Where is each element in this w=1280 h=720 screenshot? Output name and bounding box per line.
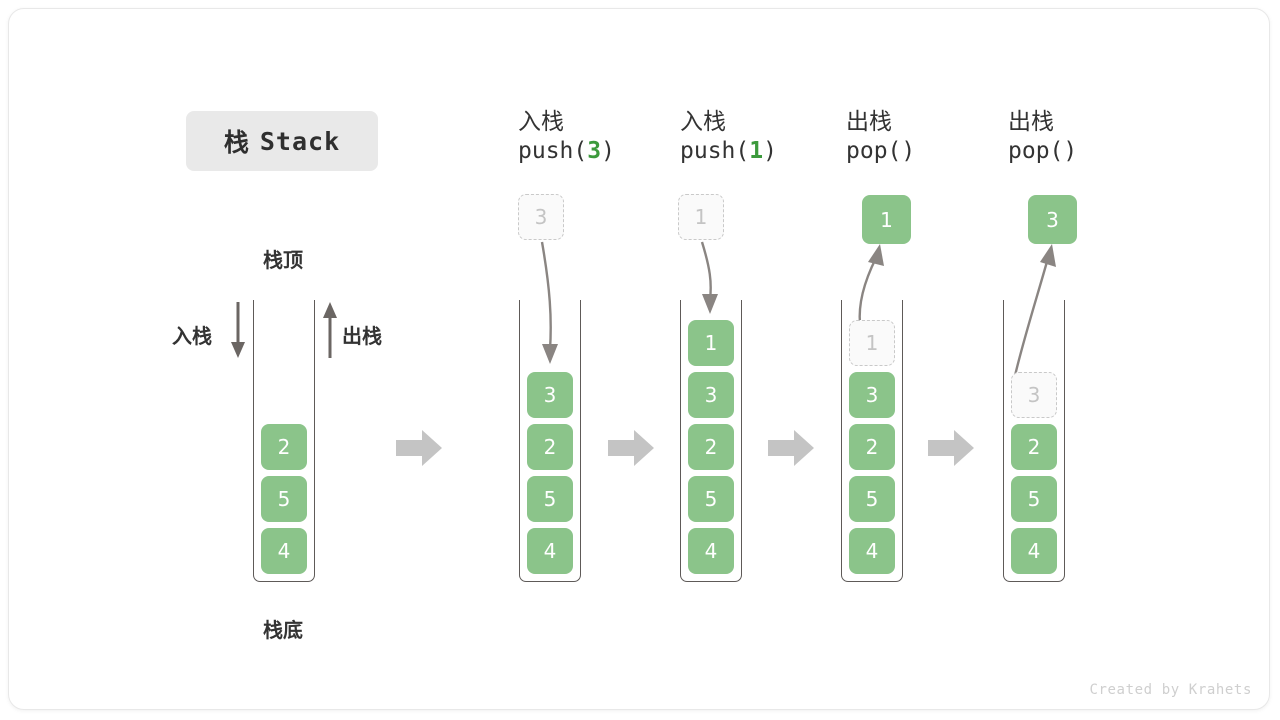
stack-container-initial	[253, 300, 315, 582]
stack-cell: 2	[688, 424, 734, 470]
code-prefix: push(	[680, 138, 750, 165]
code-prefix: pop(	[1008, 138, 1064, 165]
stack-cell: 2	[1011, 424, 1057, 470]
pop-flow-arrow-icon	[1012, 244, 1056, 381]
stack-bottom-label: 栈底	[263, 618, 303, 642]
step-arrow-icon	[768, 430, 814, 466]
code-prefix: pop(	[846, 138, 902, 165]
pop-direction-label: 出栈	[342, 324, 382, 348]
step-header-push-1: 入栈 push(1)	[680, 108, 870, 167]
push-direction-label: 入栈	[172, 324, 212, 348]
stack-cell: 5	[261, 476, 307, 522]
stack-container-push-3	[519, 300, 581, 582]
stack-cell: 4	[261, 528, 307, 574]
step-header-cn: 出栈	[846, 109, 892, 135]
popped-value-box: 1	[862, 195, 911, 244]
step-header-pop-3: 出栈 pop()	[1008, 108, 1198, 167]
push-flow-arrow-icon	[540, 241, 558, 364]
step-header-cn: 入栈	[680, 109, 726, 135]
push-direction-arrow-icon	[231, 302, 245, 358]
step-header-cn: 入栈	[518, 109, 564, 135]
popped-value-box: 3	[1028, 195, 1077, 244]
title-en: Stack	[259, 126, 341, 156]
step-header-push-3: 入栈 push(3)	[518, 108, 708, 167]
stack-cell: 5	[688, 476, 734, 522]
pop-flow-arrow-icon	[858, 244, 884, 325]
stack-top-label: 栈顶	[263, 248, 303, 272]
stack-cell: 4	[688, 528, 734, 574]
pop-direction-arrow-icon	[323, 302, 337, 358]
code-suffix: )	[901, 138, 916, 165]
stack-cell-ghost: 3	[1011, 372, 1057, 418]
push-flow-arrow-icon	[700, 241, 718, 314]
stack-cell: 2	[849, 424, 895, 470]
title-cn: 栈	[223, 129, 250, 157]
stack-cell: 4	[1011, 528, 1057, 574]
step-arrow-icon	[928, 430, 974, 466]
incoming-value-ghost: 3	[518, 194, 564, 240]
incoming-value-ghost: 1	[678, 194, 724, 240]
stack-cell: 5	[1011, 476, 1057, 522]
stack-cell: 5	[849, 476, 895, 522]
step-arrow-icon	[396, 430, 442, 466]
watermark: Created by Krahets	[1089, 682, 1252, 698]
step-header-code: pop()	[1008, 137, 1198, 166]
code-arg: 1	[749, 138, 764, 165]
step-header-code: push(3)	[518, 137, 708, 166]
step-header-pop-1: 出栈 pop()	[846, 108, 1036, 167]
stack-container-pop-1	[841, 300, 903, 582]
stack-cell: 2	[261, 424, 307, 470]
step-header-code: pop()	[846, 137, 1036, 166]
step-arrow-icon	[608, 430, 654, 466]
stack-cell: 1	[688, 320, 734, 366]
diagram-title: 栈 Stack	[186, 111, 378, 171]
code-suffix: )	[1063, 138, 1078, 165]
stack-cell-ghost: 1	[849, 320, 895, 366]
stack-container-pop-3	[1003, 300, 1065, 582]
stack-cell: 3	[849, 372, 895, 418]
stack-cell: 2	[527, 424, 573, 470]
code-prefix: push(	[518, 138, 588, 165]
stack-container-push-1	[680, 300, 742, 582]
stack-cell: 3	[688, 372, 734, 418]
stack-cell: 4	[849, 528, 895, 574]
code-suffix: )	[601, 138, 615, 165]
step-header-cn: 出栈	[1008, 109, 1054, 135]
stack-cell: 4	[527, 528, 573, 574]
step-header-code: push(1)	[680, 137, 870, 166]
code-suffix: )	[763, 138, 777, 165]
code-arg: 3	[587, 138, 602, 165]
stack-cell: 3	[527, 372, 573, 418]
stack-cell: 5	[527, 476, 573, 522]
